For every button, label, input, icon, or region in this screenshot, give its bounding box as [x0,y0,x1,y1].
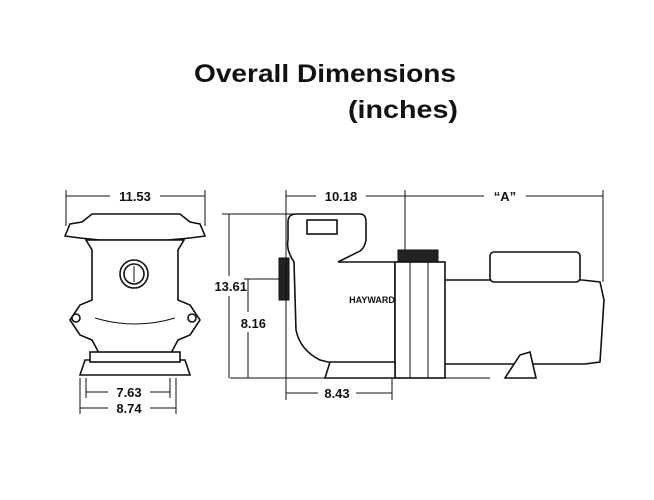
dim-base-outer: 8.74 [116,401,142,416]
dim-width-top: 11.53 [119,189,151,204]
diagram-subtitle: (inches) [348,96,458,124]
dim-inlet-height: 8.16 [241,316,266,331]
dim-base-inner: 7.63 [116,385,141,400]
dim-motor-length: “A” [494,189,516,204]
dim-strainer-length: 10.18 [325,189,358,204]
dim-base-to-outlet: 8.43 [324,386,349,401]
pump-side-view: HAYWARD [278,213,605,379]
side-dimensions: 10.18 “A” 13.61 8.16 8.43 [214,189,604,401]
brand-logo: HAYWARD [349,295,395,305]
pump-front-view [63,213,207,376]
diagram-title: Overall Dimensions [194,60,456,88]
dim-overall-height: 13.61 [214,279,247,294]
front-dimensions: 11.53 7.63 8.74 [65,189,206,416]
